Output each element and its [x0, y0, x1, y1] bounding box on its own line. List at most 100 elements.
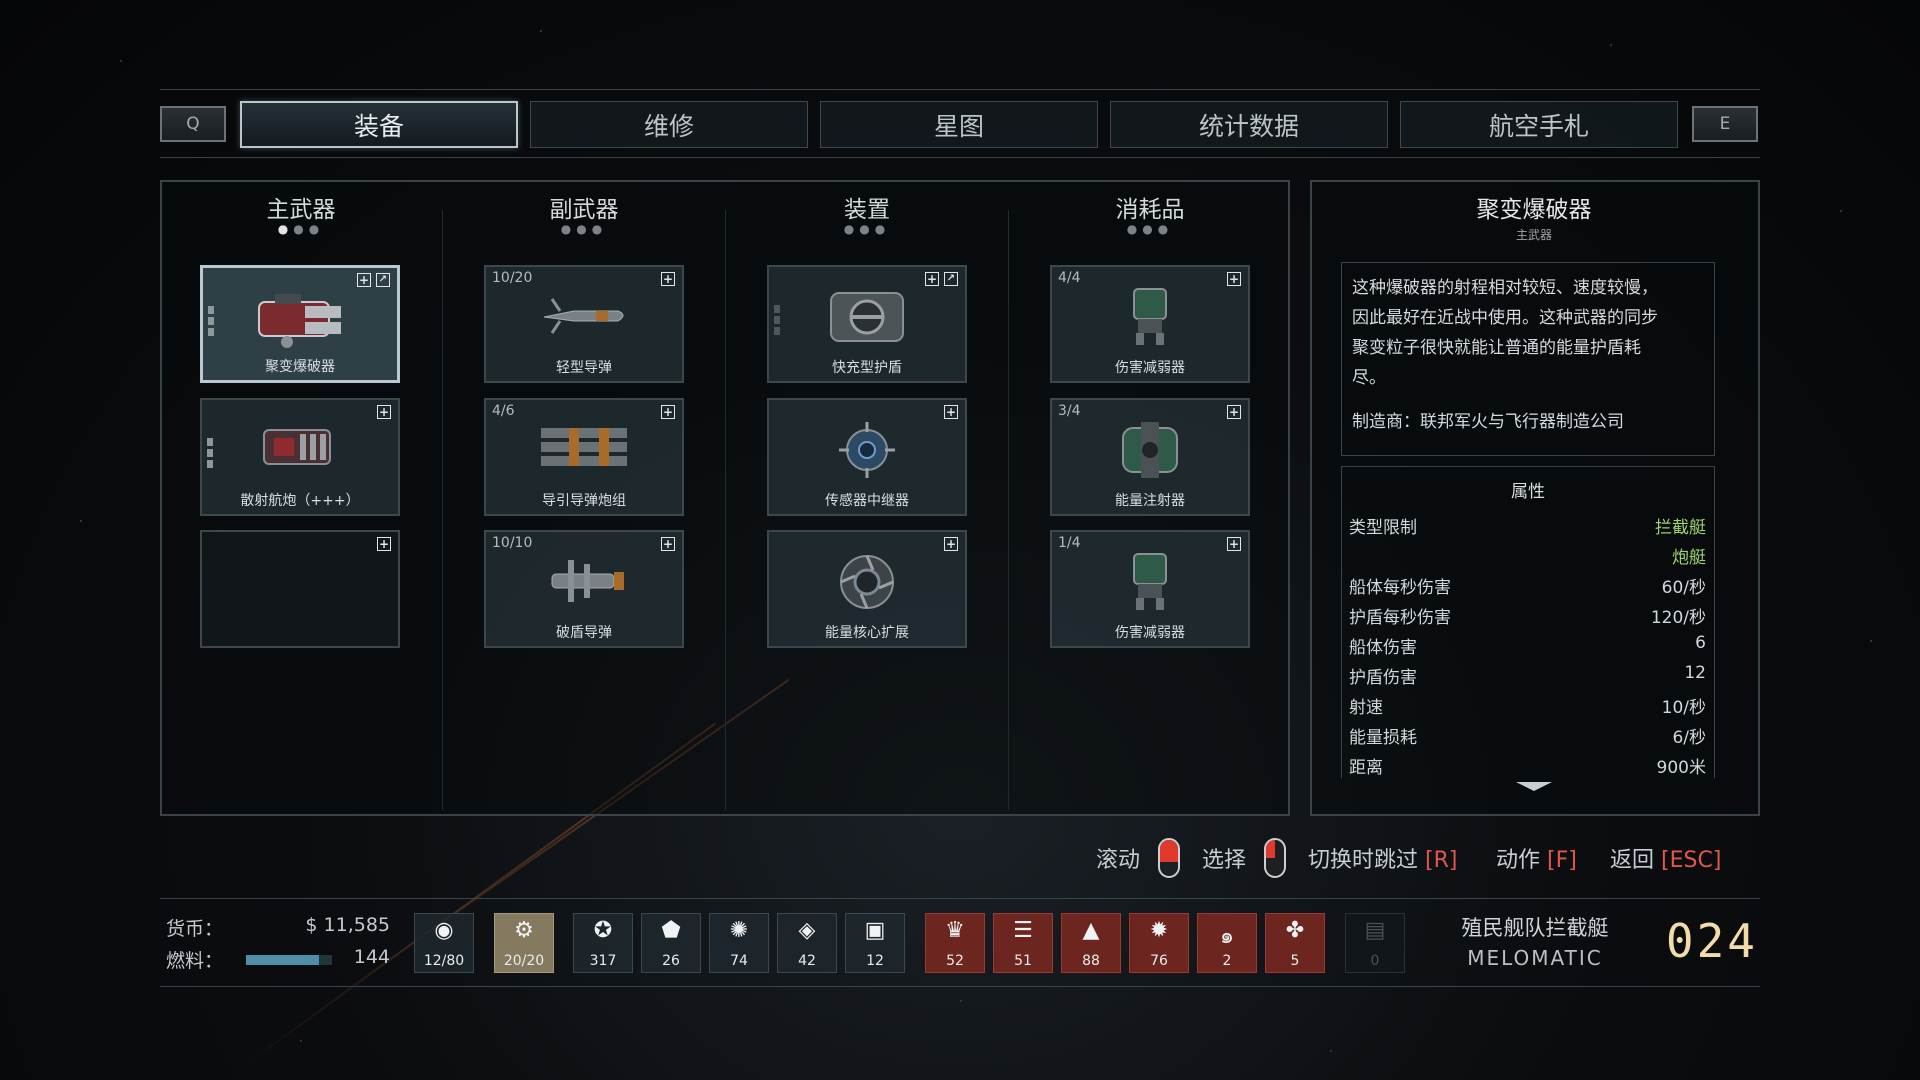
- expand-icon[interactable]: ↗: [376, 273, 390, 287]
- tab-statistics[interactable]: 统计数据: [1110, 101, 1388, 148]
- cog-icon: ✪: [593, 918, 613, 943]
- next-tab-key[interactable]: E: [1692, 106, 1758, 142]
- hint-action: 动作 [F]: [1496, 848, 1577, 873]
- resource-slot-1[interactable]: ◉12/80: [414, 913, 474, 973]
- resource-slot-11[interactable]: ✹76: [1129, 913, 1189, 973]
- shield-breaker-missile-icon: [551, 560, 624, 602]
- chip-icon: ▣: [864, 918, 886, 943]
- secondary-slot-2[interactable]: 4/6 + 导引导弹炮组: [484, 398, 684, 516]
- device-slot-3[interactable]: + 能量核心扩展: [767, 530, 967, 648]
- resource-count: 12/80: [423, 953, 465, 969]
- resource-slot-13[interactable]: ✤5: [1265, 913, 1325, 973]
- scroll-down-icon[interactable]: [1516, 782, 1552, 791]
- manufacturer: 制造商：联邦军火与飞行器制造公司: [1352, 412, 1624, 432]
- fusion-blaster-icon: [258, 294, 341, 348]
- secondary-weapons-title: 副武器: [549, 197, 619, 223]
- ship-type: 殖民舰队拦截艇: [1461, 916, 1609, 940]
- add-icon[interactable]: +: [944, 405, 958, 419]
- column-divider: [1008, 210, 1009, 810]
- slot-name: 破盾导弹: [556, 625, 612, 641]
- attributes-title: 属性: [1511, 482, 1545, 502]
- mouse-left-click-icon: [1264, 838, 1286, 878]
- resource-count: 5: [1290, 953, 1300, 969]
- gear-icon: ⚙: [514, 918, 534, 943]
- device-slot-2[interactable]: + 传感器中继器: [767, 398, 967, 516]
- cluster-icon: ✺: [729, 918, 749, 943]
- add-icon[interactable]: +: [661, 537, 675, 551]
- resource-slot-8[interactable]: ♛52: [925, 913, 985, 973]
- primary-slot-1[interactable]: + ↗ 聚变爆破器: [200, 265, 400, 383]
- resource-count: 0: [1370, 953, 1380, 969]
- molecule-icon: ✤: [1285, 918, 1305, 943]
- blank-icon: ▤: [1364, 918, 1386, 943]
- mouse-scroll-icon: [1158, 838, 1180, 878]
- consumable-slot-3[interactable]: 1/4 + 伤害减弱器: [1050, 530, 1250, 648]
- resource-count: 317: [589, 953, 617, 969]
- resource-slot-14[interactable]: ▤0: [1345, 913, 1405, 973]
- resource-count: 74: [730, 953, 748, 969]
- tab-repair[interactable]: 维修: [530, 101, 808, 148]
- add-icon[interactable]: +: [377, 537, 391, 551]
- slot-name: 聚变爆破器: [265, 359, 335, 375]
- secondary-slot-1[interactable]: 10/20 + 轻型导弹: [484, 265, 684, 383]
- currency-label: 货币：: [166, 918, 224, 940]
- resource-slot-5[interactable]: ✺ 74: [709, 913, 769, 973]
- resource-slot-10[interactable]: ▲88: [1061, 913, 1121, 973]
- fuel-value: 144: [353, 946, 390, 968]
- consumable-slot-1[interactable]: 4/4 + 伤害减弱器: [1050, 265, 1250, 383]
- description-line: 尽。: [1352, 368, 1386, 388]
- page-dots: ●●●: [1126, 222, 1174, 236]
- tab-star-map[interactable]: 星图: [820, 101, 1098, 148]
- item-info-panel: [1310, 180, 1760, 816]
- resource-count: 51: [1014, 953, 1032, 969]
- damage-reducer-icon: [1133, 288, 1167, 345]
- resource-count: 76: [1150, 953, 1168, 969]
- light-missile-icon: [543, 298, 624, 334]
- slot-name: 传感器中继器: [825, 493, 909, 509]
- pyramid-icon: ▲: [1082, 918, 1100, 943]
- resource-slot-3[interactable]: ✪ 317: [573, 913, 633, 973]
- hint-back[interactable]: 返回 [ESC]: [1610, 848, 1722, 873]
- guided-missile-battery-icon: [541, 428, 627, 466]
- add-icon[interactable]: +: [661, 272, 675, 286]
- disc-icon: ☰: [1013, 918, 1033, 943]
- spiral-icon: ๑: [1220, 924, 1234, 949]
- add-icon[interactable]: +: [357, 273, 371, 287]
- fuel-bar-fill: [246, 955, 320, 965]
- add-icon[interactable]: +: [944, 537, 958, 551]
- resource-count: 12: [866, 953, 884, 969]
- add-icon[interactable]: +: [1227, 537, 1241, 551]
- secondary-slot-3[interactable]: 10/10 + 破盾导弹: [484, 530, 684, 648]
- level-bars: [774, 305, 780, 338]
- crystal-icon: ♛: [945, 918, 965, 943]
- top-divider-lower: [160, 157, 1760, 158]
- add-icon[interactable]: +: [925, 272, 939, 286]
- resource-slot-9[interactable]: ☰ 51: [993, 913, 1053, 973]
- resource-slot-4[interactable]: ⬟26: [641, 913, 701, 973]
- resource-count: 20/20: [503, 953, 545, 969]
- add-icon[interactable]: +: [377, 405, 391, 419]
- consumable-slot-2[interactable]: 3/4 + 能量注射器: [1050, 398, 1250, 516]
- resource-slot-2[interactable]: ⚙ 20/20: [494, 913, 554, 973]
- prev-tab-key[interactable]: Q: [160, 106, 226, 142]
- tab-equipment[interactable]: 装备: [240, 101, 518, 148]
- ammo-count: 10/10: [492, 535, 533, 551]
- ammo-count: 10/20: [492, 270, 533, 286]
- add-icon[interactable]: +: [1227, 272, 1241, 286]
- resource-slot-7[interactable]: ▣ 12: [845, 913, 905, 973]
- add-icon[interactable]: +: [661, 405, 675, 419]
- device-slot-1[interactable]: + ↗ 快充型护盾: [767, 265, 967, 383]
- expand-icon[interactable]: ↗: [944, 272, 958, 286]
- resource-slot-6[interactable]: ◈42: [777, 913, 837, 973]
- item-category: 主武器: [1515, 228, 1552, 242]
- energy-core-expansion-icon: [840, 555, 894, 609]
- primary-slot-3-empty[interactable]: +: [200, 530, 400, 648]
- tab-flight-log[interactable]: 航空手札: [1400, 101, 1678, 148]
- energy-injector-icon: [1122, 422, 1178, 478]
- add-icon[interactable]: +: [1227, 405, 1241, 419]
- primary-slot-2[interactable]: + 散射航炮（+++）: [200, 398, 400, 516]
